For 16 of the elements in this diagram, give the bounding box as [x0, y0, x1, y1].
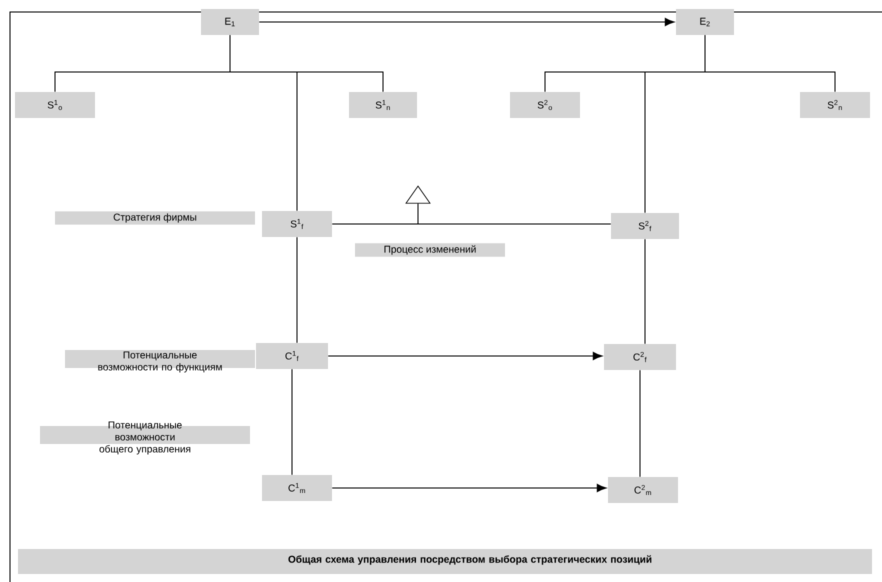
symbol-box: E$_{2}$	[676, 9, 734, 35]
arrow	[328, 352, 602, 360]
connector-line	[644, 238, 646, 344]
caption: Общая схема управления посредством выбора стратегических позиций	[18, 549, 872, 574]
connector-line	[230, 34, 298, 212]
label-box: Процесс изменений	[355, 243, 505, 257]
arrow	[258, 18, 674, 26]
connector-line	[644, 34, 706, 214]
connector-line	[296, 236, 298, 344]
arrow	[332, 484, 606, 492]
label-box: Стратегия фирмы	[55, 211, 255, 225]
label-box: Потенциальные возможности по функциям	[65, 350, 255, 372]
node-label: общего управления	[100, 445, 190, 454]
node-label: Потенциальные возможности по функциям	[98, 352, 222, 372]
symbol-box: E$_{1}$	[201, 9, 259, 35]
label-box: Потенциальные возможности общего управления	[40, 422, 250, 454]
